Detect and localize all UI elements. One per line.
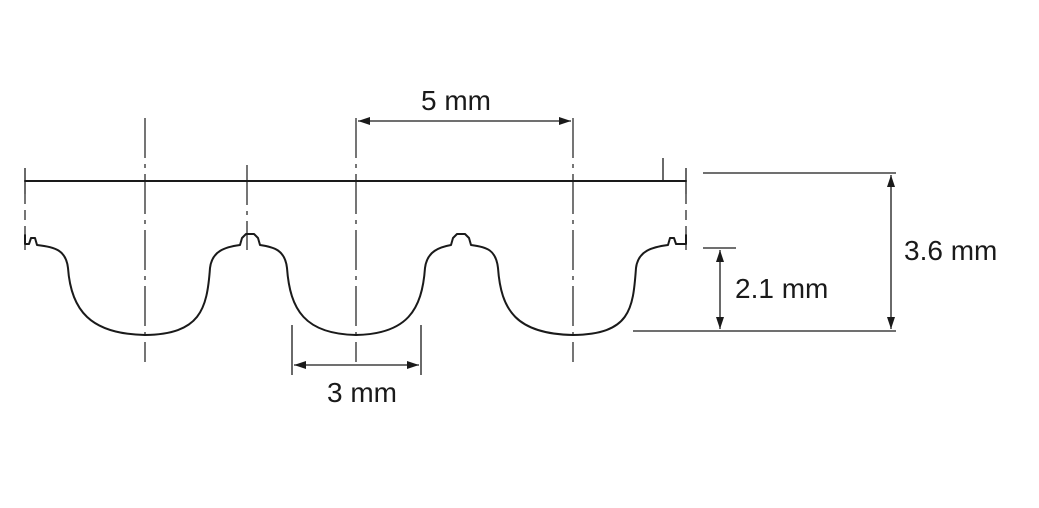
tooth-height-label: 2.1 mm xyxy=(735,273,828,304)
total-height-label: 3.6 mm xyxy=(904,235,997,266)
tooth-width-label: 3 mm xyxy=(327,377,397,408)
pitch-label: 5 mm xyxy=(421,85,491,116)
